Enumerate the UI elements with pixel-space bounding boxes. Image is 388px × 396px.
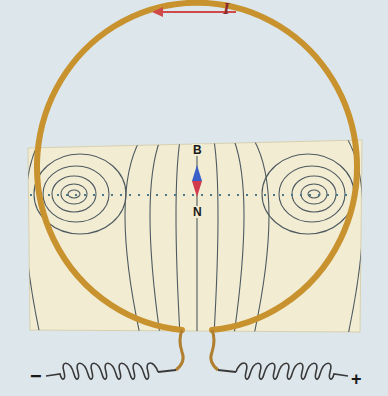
coiled-lead [158, 370, 176, 372]
dotted-axis [30, 194, 360, 196]
field-lines [25, 140, 363, 335]
pole-label: N [192, 206, 203, 218]
field-card [28, 140, 362, 332]
coiled-lead [46, 363, 158, 379]
lead-wire [176, 330, 183, 370]
current-arrowhead [152, 7, 163, 17]
current-loop [37, 3, 357, 330]
coiled-lead [236, 363, 348, 379]
compass-needle-north [192, 181, 202, 197]
terminal-label: − [30, 366, 42, 386]
compass-needle-south [192, 165, 202, 181]
current-label: I [223, 0, 230, 17]
lead-wire [211, 330, 218, 370]
coiled-lead [218, 370, 236, 372]
terminal-label: + [351, 370, 362, 388]
pole-label: B [192, 144, 203, 156]
